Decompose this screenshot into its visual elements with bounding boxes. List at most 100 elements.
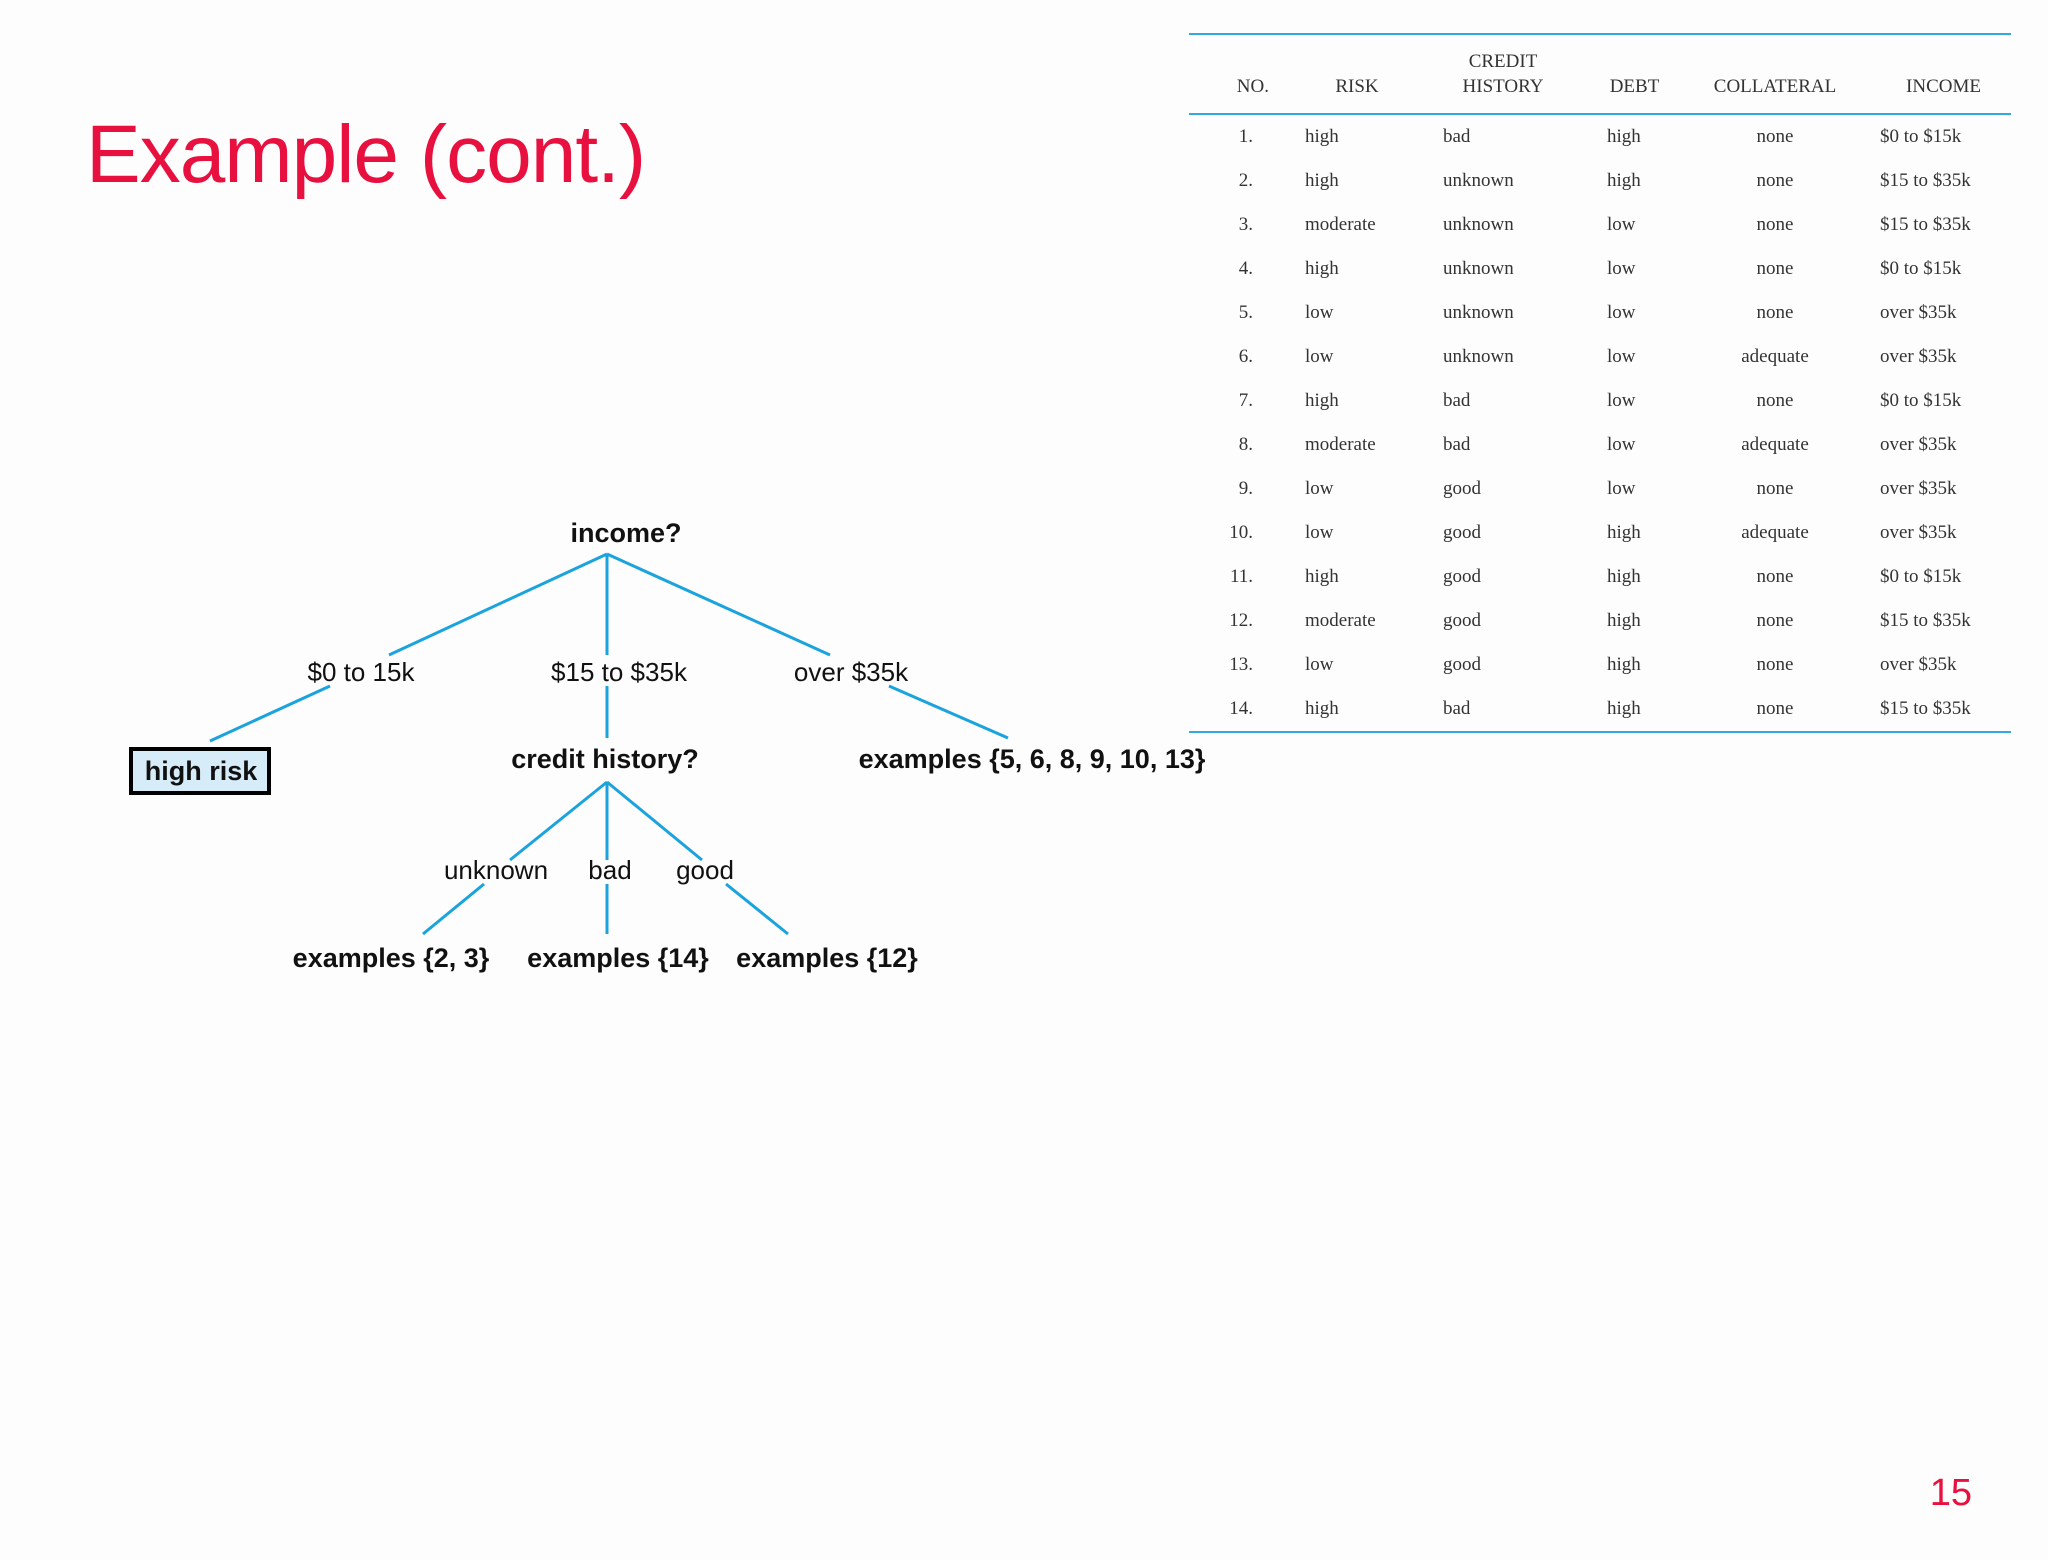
- cell-debt: high: [1607, 566, 1641, 587]
- cell-risk: low: [1305, 346, 1334, 367]
- cell-income: $15 to $35k: [1880, 698, 1971, 719]
- unknown-examples: examples {2, 3}: [293, 943, 490, 973]
- cell-debt: high: [1607, 522, 1641, 543]
- cell-no: 13.: [1229, 654, 1253, 675]
- cell-risk: high: [1305, 390, 1339, 411]
- cell-debt: low: [1607, 214, 1636, 235]
- cell-credit: bad: [1443, 434, 1471, 455]
- header-income: INCOME: [1906, 76, 1981, 97]
- cell-no: 1.: [1238, 126, 1253, 147]
- cell-credit: unknown: [1443, 302, 1514, 323]
- branch-label-high-income: over $35k: [794, 657, 909, 687]
- cell-income: $15 to $35k: [1880, 170, 1971, 191]
- cell-income: $15 to $35k: [1880, 214, 1971, 235]
- cell-income: $0 to $15k: [1880, 566, 1962, 587]
- branch-label-low-income: $0 to 15k: [308, 657, 416, 687]
- cell-credit: good: [1443, 478, 1481, 499]
- cell-credit: unknown: [1443, 258, 1514, 279]
- cell-collateral: adequate: [1741, 434, 1809, 455]
- cell-income: over $35k: [1880, 302, 1957, 323]
- header-credit-line1: CREDIT: [1468, 51, 1538, 72]
- leaf-high-risk: high risk: [145, 756, 259, 786]
- cell-no: 12.: [1229, 610, 1253, 631]
- header-no: NO.: [1236, 76, 1269, 97]
- cell-no: 3.: [1238, 214, 1253, 235]
- slide-title: Example (cont.): [86, 109, 646, 200]
- cell-income: over $35k: [1880, 346, 1957, 367]
- cell-credit: unknown: [1443, 170, 1514, 191]
- cell-no: 2.: [1238, 170, 1253, 191]
- header-risk: RISK: [1335, 76, 1379, 97]
- cell-collateral: none: [1756, 390, 1794, 411]
- cell-credit: bad: [1443, 126, 1471, 147]
- header-collateral: COLLATERAL: [1713, 76, 1837, 97]
- cell-debt: low: [1607, 302, 1636, 323]
- cell-debt: low: [1607, 346, 1636, 367]
- cell-risk: high: [1305, 170, 1339, 191]
- cell-risk: low: [1305, 654, 1334, 675]
- cell-collateral: none: [1756, 566, 1794, 587]
- cell-credit: bad: [1443, 390, 1471, 411]
- edge-credit-unknown: [509, 780, 608, 862]
- cell-no: 7.: [1238, 390, 1253, 411]
- cell-collateral: none: [1756, 258, 1794, 279]
- edge-low-leaf: [209, 684, 331, 743]
- cell-income: $0 to $15k: [1880, 126, 1962, 147]
- cell-risk: high: [1305, 126, 1339, 147]
- cell-no: 4.: [1238, 258, 1253, 279]
- bad-examples: examples {14}: [527, 943, 709, 973]
- header-debt: DEBT: [1609, 76, 1660, 97]
- cell-income: $15 to $35k: [1880, 610, 1971, 631]
- cell-collateral: none: [1756, 126, 1794, 147]
- table-row: 1. high bad high none $0 to $15k: [1189, 114, 2011, 159]
- cell-debt: low: [1607, 434, 1636, 455]
- table-row: 5. low unknown low none over $35k: [1189, 291, 2011, 335]
- cell-debt: low: [1607, 258, 1636, 279]
- cell-debt: high: [1607, 126, 1641, 147]
- cell-risk: low: [1305, 522, 1334, 543]
- cell-no: 5.: [1238, 302, 1253, 323]
- cell-credit: good: [1443, 654, 1481, 675]
- edge-credit-good: [606, 780, 703, 862]
- cell-collateral: none: [1756, 302, 1794, 323]
- cell-credit: unknown: [1443, 346, 1514, 367]
- cell-risk: moderate: [1305, 434, 1376, 455]
- table-header-row: NO. RISK CREDIT HISTORY DEBT COLLATERAL …: [1189, 34, 2011, 114]
- cell-income: $0 to $15k: [1880, 258, 1962, 279]
- cell-debt: high: [1607, 170, 1641, 191]
- cell-collateral: none: [1756, 478, 1794, 499]
- edge-high-examples: [888, 684, 1009, 740]
- edge-root-low: [388, 552, 608, 657]
- credit-history-node: credit history?: [511, 744, 699, 774]
- cell-collateral: adequate: [1741, 522, 1809, 543]
- training-examples-table: NO. RISK CREDIT HISTORY DEBT COLLATERAL …: [1189, 33, 2011, 733]
- cell-credit: good: [1443, 610, 1481, 631]
- cell-risk: high: [1305, 698, 1339, 719]
- page-number: 15: [1929, 1472, 1972, 1514]
- cell-risk: moderate: [1305, 610, 1376, 631]
- cell-risk: low: [1305, 302, 1334, 323]
- cell-income: over $35k: [1880, 478, 1957, 499]
- cell-debt: low: [1607, 390, 1636, 411]
- cell-income: over $35k: [1880, 434, 1957, 455]
- cell-credit: good: [1443, 522, 1481, 543]
- cell-risk: moderate: [1305, 214, 1376, 235]
- cell-collateral: none: [1756, 610, 1794, 631]
- branch-label-good: good: [676, 855, 734, 885]
- good-examples: examples {12}: [736, 943, 918, 973]
- branch-label-mid-income: $15 to $35k: [551, 657, 688, 687]
- cell-debt: low: [1607, 478, 1636, 499]
- root-node-income: income?: [570, 518, 681, 548]
- cell-risk: low: [1305, 478, 1334, 499]
